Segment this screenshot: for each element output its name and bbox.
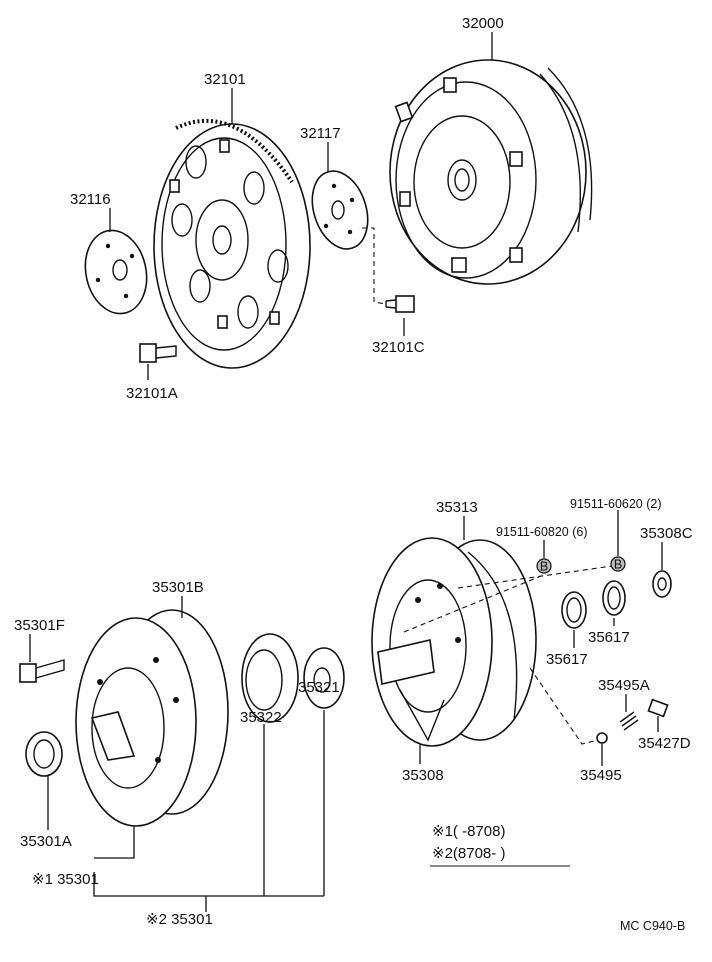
label-35322: 35322 [240,709,282,726]
label-35301f: 35301F [14,617,65,634]
label-32000: 32000 [462,15,504,32]
note-2: ※2(8708- ) [432,845,505,862]
stator-support-35301b [75,609,229,827]
label-35617-b: 35617 [588,629,630,646]
assembly-label-2: ※2 35301 [146,911,213,928]
assembly-label-1: ※1 35301 [32,871,99,888]
lower-leader-lines [29,510,663,912]
seal-35617-a [561,591,587,629]
label-35301b: 35301B [152,579,204,596]
upper-leader-lines [109,32,493,380]
label-35313: 35313 [436,499,478,516]
spacer-32117 [311,170,369,250]
label-32116: 32116 [70,191,111,208]
seal-35308c [652,570,672,598]
label-32101c: 32101C [372,339,425,356]
label-35308: 35308 [402,767,444,784]
label-35321: 35321 [298,679,340,696]
label-35427d: 35427D [638,735,691,752]
spring-35495a [619,711,639,731]
note-1: ※1( -8708) [432,823,505,840]
label-35308c: 35308C [640,525,693,542]
marker-b-2: B [610,556,626,572]
seal-35617-b [602,580,626,616]
bolt-32101c [385,295,415,313]
label-91511-60620: 91511-60620 (2) [570,497,662,511]
drive-gear-35321 [303,647,345,709]
label-35617-a: 35617 [546,651,588,668]
driven-gear-35322 [241,633,299,723]
label-35301a: 35301A [20,833,72,850]
oil-pump-body-35308 [371,537,537,747]
label-32101a: 32101A [126,385,178,402]
marker-b-1: B [536,558,552,574]
plate-32116 [84,229,148,315]
marker-b-2-text: B [614,558,622,572]
label-35495a: 35495A [598,677,650,694]
label-35495: 35495 [580,767,622,784]
ball-35495 [596,732,608,744]
seal-35301a [25,731,63,777]
diagram-code: MC C940-B [620,919,685,933]
bolt-35301f [19,659,65,683]
label-91511-60820: 91511-60820 (6) [496,525,588,539]
marker-b-1-text: B [540,560,548,574]
plug-35427d [647,698,669,718]
label-32117: 32117 [300,125,341,142]
drive-plate-32101 [153,118,311,369]
bolt-32101a [139,343,177,363]
label-32101: 32101 [204,71,246,88]
torque-converter-32000 [389,59,593,285]
